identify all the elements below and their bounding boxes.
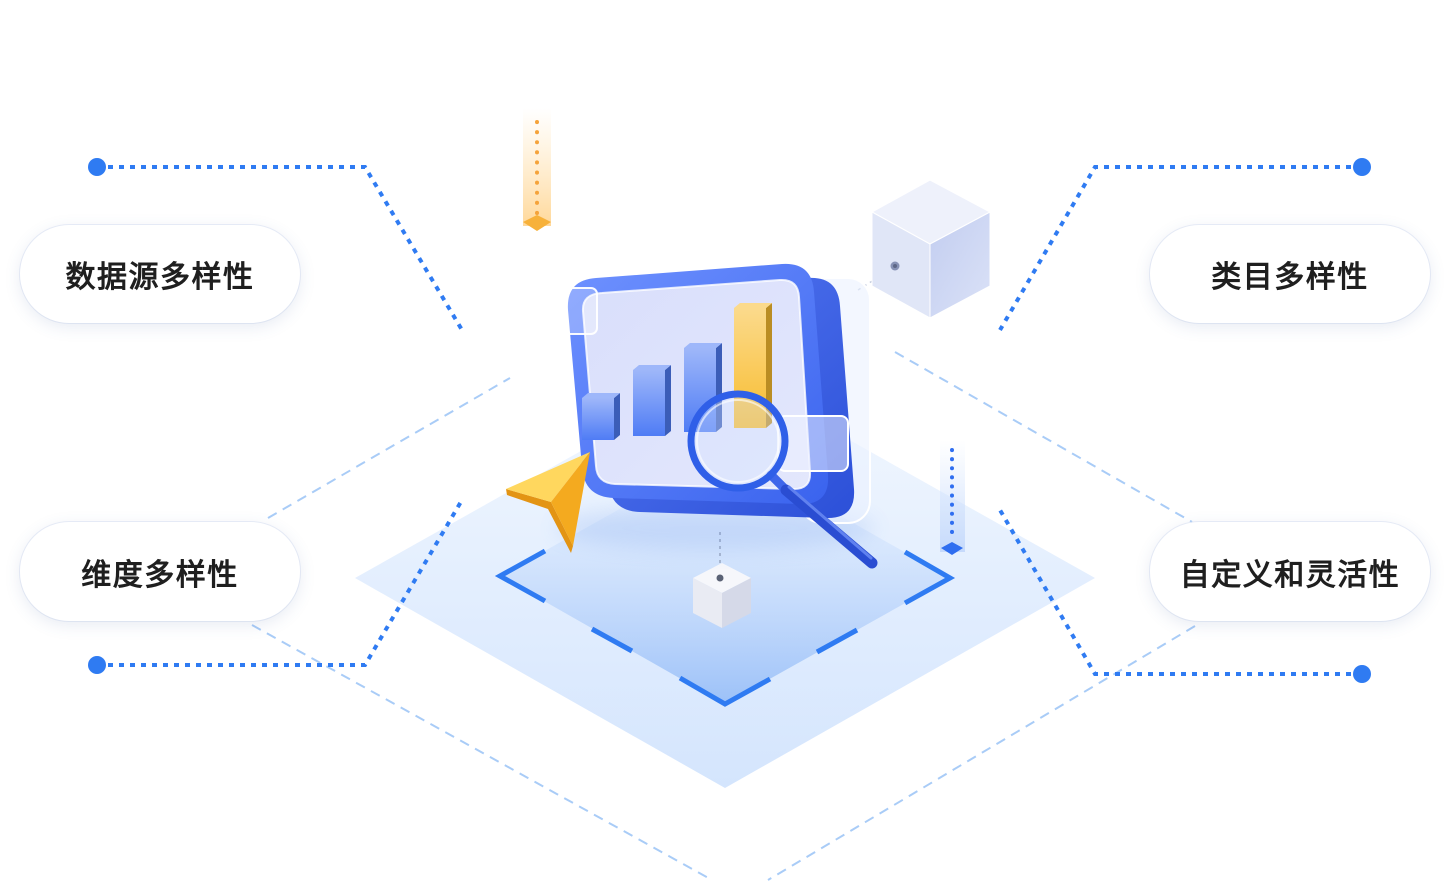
feature-pill-customization-flexibility: 自定义和灵活性: [1150, 522, 1430, 621]
cursor-arrow-icon: [506, 452, 590, 553]
light-guide-lines: [251, 267, 1196, 881]
magnifier-lens: [687, 390, 789, 492]
blue-beam-diamond: [941, 542, 963, 555]
chart-bars: [582, 303, 772, 440]
connector-endpoint-top-left: [88, 158, 106, 176]
chart-bar-side: [716, 343, 722, 432]
cursor-face-dark: [551, 452, 590, 546]
chart-bar-side: [614, 393, 620, 440]
small-cube-left: [693, 578, 722, 628]
cube-right: [929, 211, 991, 319]
guide-line-left-lower: [251, 624, 713, 881]
magnifier-handle: [780, 484, 878, 569]
feature-pill-category-diversity: 类目多样性: [1150, 225, 1430, 323]
bracket-edge-right: [815, 627, 859, 655]
guide-line-right-lower: [767, 625, 1196, 881]
chart-bar-top: [734, 303, 772, 308]
feature-label: 数据源多样性: [65, 260, 255, 295]
connector-customization: [998, 508, 1362, 676]
chart-bar-top: [582, 393, 620, 398]
magnifier-handle-highlight: [787, 485, 873, 560]
cube-icon: [870, 179, 992, 319]
cube-dot-center: [893, 264, 897, 268]
cursor-edge: [506, 489, 573, 553]
yellow-beam: [523, 108, 551, 231]
feature-label: 自定义和灵活性: [1179, 557, 1401, 593]
connector-data-source: [97, 165, 464, 332]
corner-brackets: [494, 548, 956, 707]
feature-label: 类目多样性: [1211, 260, 1369, 295]
glass-tile-top-left: [539, 287, 598, 335]
guide-line-left-upper: [267, 377, 511, 519]
connector-endpoint-bottom-left: [88, 656, 106, 674]
connector-endpoint-top-right: [1353, 158, 1371, 176]
chart-bar-shine: [582, 398, 614, 440]
connector-category: [998, 165, 1362, 332]
bracket-right: [903, 549, 956, 606]
feature-pill-data-source-diversity: 数据源多样性: [20, 225, 300, 323]
small-cube-dot: [716, 574, 724, 582]
chart-bar-shine: [734, 308, 766, 428]
connector-lines: [88, 158, 1371, 683]
yellow-beam-diamond: [523, 215, 551, 231]
connector-endpoint-bottom-right: [1353, 665, 1371, 683]
glass-tile-bottom-right: [777, 415, 849, 472]
feature-label: 维度多样性: [81, 557, 239, 593]
magnifier-icon: [687, 390, 878, 569]
chart-bar-side: [766, 303, 772, 428]
small-cube-right: [722, 578, 751, 628]
yellow-beam-glow: [523, 108, 551, 226]
chart-bar: [734, 303, 772, 428]
bracket-left: [494, 548, 547, 604]
bracket-edge-left: [590, 626, 634, 654]
chart-bar-shine: [633, 370, 665, 436]
chart-bar: [633, 365, 671, 436]
connector-dimension: [97, 498, 464, 667]
cursor-face-light: [506, 452, 590, 502]
bar-chart-panel-icon: [539, 263, 871, 524]
chart-bar-top: [684, 343, 722, 348]
magnifier-lens-highlight: [696, 399, 780, 483]
guide-line-right-upper: [894, 351, 1193, 523]
bracket-bottom: [678, 675, 772, 707]
feature-pill-dimension-diversity: 维度多样性: [20, 522, 300, 621]
chart-bar-top: [633, 365, 671, 370]
small-cube-icon: [693, 563, 751, 628]
chart-bar: [582, 393, 620, 440]
chart-bar-side: [665, 365, 671, 436]
blue-beam: [940, 440, 965, 555]
